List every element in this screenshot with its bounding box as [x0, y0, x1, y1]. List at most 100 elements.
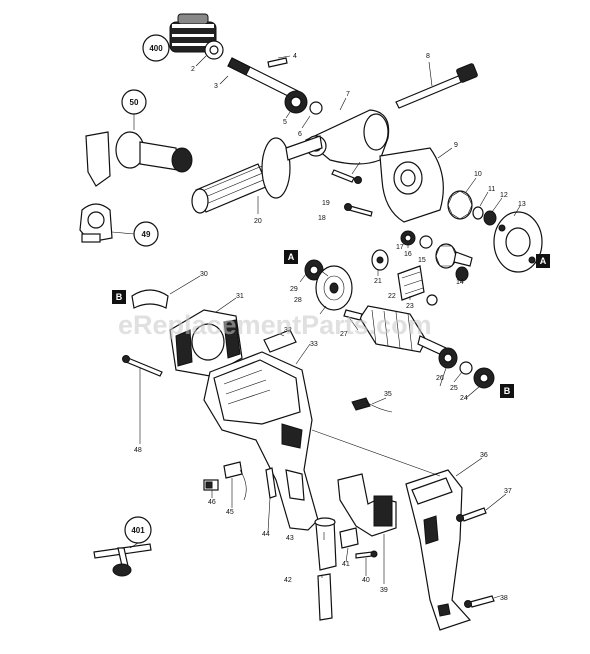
- part-label-35: 35: [384, 391, 392, 398]
- field-coil[interactable]: [169, 309, 243, 377]
- washer-23[interactable]: [426, 294, 438, 306]
- leaf-spring[interactable]: [263, 329, 297, 353]
- side-handle[interactable]: [191, 135, 323, 214]
- marker-b-left-label: B: [116, 292, 123, 302]
- part-label-37: 37: [504, 488, 512, 495]
- leader-lines: [169, 161, 521, 599]
- part-label-3: 3: [214, 83, 218, 90]
- armature[interactable]: [343, 305, 447, 357]
- part-label-18: 18: [318, 215, 326, 222]
- callout-400-label: 400: [149, 44, 163, 53]
- baffle-plate[interactable]: [131, 289, 169, 309]
- part-label-6: 6: [298, 131, 302, 138]
- callout-401[interactable]: 401: [124, 516, 152, 544]
- callout-49[interactable]: 49: [133, 221, 159, 247]
- part-label-8: 8: [426, 53, 430, 60]
- long-rod[interactable]: [395, 63, 478, 109]
- bearing-box-13[interactable]: [493, 211, 543, 273]
- washer-11[interactable]: [472, 206, 484, 220]
- part-label-36: 36: [480, 452, 488, 459]
- part-label-13: 13: [518, 201, 526, 208]
- part-label-14: 14: [456, 279, 464, 286]
- ball-bearing-upper[interactable]: [284, 90, 308, 114]
- switch-lever-41[interactable]: [339, 527, 359, 549]
- screw-38[interactable]: [464, 595, 495, 608]
- part-label-46: 46: [208, 499, 216, 506]
- gear-15[interactable]: [435, 243, 473, 269]
- part-label-19: 19: [322, 200, 330, 207]
- screw-18[interactable]: [344, 203, 373, 217]
- callout-50-label: 50: [130, 98, 139, 107]
- part-label-24: 24: [460, 395, 468, 402]
- watermark-text: eReplacementParts.com: [118, 310, 432, 340]
- side-handle-assembly[interactable]: [85, 131, 193, 187]
- drill-chuck[interactable]: [169, 13, 217, 53]
- part-label-9: 9: [454, 142, 458, 149]
- part-label-27: 27: [340, 331, 348, 338]
- bearing-12[interactable]: [483, 210, 497, 226]
- brush-46[interactable]: [203, 479, 219, 491]
- part-label-31: 31: [236, 293, 244, 300]
- bearing-17[interactable]: [400, 230, 416, 246]
- screw-48[interactable]: [122, 355, 163, 377]
- part-label-17: 17: [396, 244, 404, 251]
- pin-42[interactable]: [317, 573, 333, 621]
- retaining-ring[interactable]: [309, 101, 323, 115]
- part-label-32: 32: [284, 327, 292, 334]
- lead-wire-35[interactable]: [351, 397, 393, 413]
- marker-a-left-label: A: [288, 252, 295, 262]
- brush-spring-44[interactable]: [265, 467, 277, 499]
- part-label-40: 40: [362, 577, 370, 584]
- marker-b-right-label: B: [504, 386, 511, 396]
- callout-50[interactable]: 50: [121, 89, 147, 115]
- part-label-15: 15: [418, 257, 426, 264]
- switch-39[interactable]: [337, 473, 397, 537]
- part-label-21: 21: [374, 278, 382, 285]
- part-label-28: 28: [294, 297, 302, 304]
- pinion-22[interactable]: [397, 265, 425, 301]
- screw-19[interactable]: [331, 169, 362, 184]
- part-label-44: 44: [262, 531, 270, 538]
- callout-401-label: 401: [131, 526, 145, 535]
- marker-a-right-label: A: [540, 256, 547, 266]
- part-label-25: 25: [450, 385, 458, 392]
- part-label-39: 39: [380, 587, 388, 594]
- brush-holder-45[interactable]: [223, 461, 247, 501]
- key-pin[interactable]: [267, 57, 288, 68]
- bearing-24[interactable]: [473, 367, 495, 389]
- part-label-20: 20: [254, 218, 262, 225]
- screw-40[interactable]: [355, 550, 378, 559]
- gear-cover[interactable]: [379, 147, 444, 223]
- helical-gear-28[interactable]: [315, 265, 353, 311]
- chuck-key[interactable]: [93, 543, 152, 577]
- depth-gauge-clamp[interactable]: [79, 203, 113, 243]
- ring-16[interactable]: [419, 235, 433, 249]
- handle-cover[interactable]: [405, 469, 472, 631]
- marker-b-left: B: [112, 290, 126, 304]
- part-label-43: 43: [286, 535, 294, 542]
- part-label-2: 2: [191, 66, 195, 73]
- part-label-12: 12: [500, 192, 508, 199]
- motor-housing[interactable]: [203, 351, 319, 531]
- insulation-washer-25[interactable]: [459, 361, 473, 375]
- gear-21[interactable]: [371, 249, 389, 271]
- callout-49-label: 49: [142, 230, 151, 239]
- marker-a-left: A: [284, 250, 298, 264]
- callout-400[interactable]: 400: [142, 34, 170, 62]
- part-label-45: 45: [226, 509, 234, 516]
- part-label-23: 23: [406, 303, 414, 310]
- bearing-26[interactable]: [438, 347, 458, 369]
- marker-b-right: B: [500, 384, 514, 398]
- screw-37[interactable]: [456, 507, 487, 522]
- bearing-14[interactable]: [455, 266, 469, 282]
- spur-gear-10[interactable]: [447, 190, 473, 220]
- brush-cap-43[interactable]: [314, 517, 337, 571]
- part-label-29: 29: [290, 286, 298, 293]
- part-label-48: 48: [134, 447, 142, 454]
- marker-a-right: A: [536, 254, 550, 268]
- part-label-42: 42: [284, 577, 292, 584]
- part-label-10: 10: [474, 171, 482, 178]
- part-label-30: 30: [200, 271, 208, 278]
- part-label-16: 16: [404, 251, 412, 258]
